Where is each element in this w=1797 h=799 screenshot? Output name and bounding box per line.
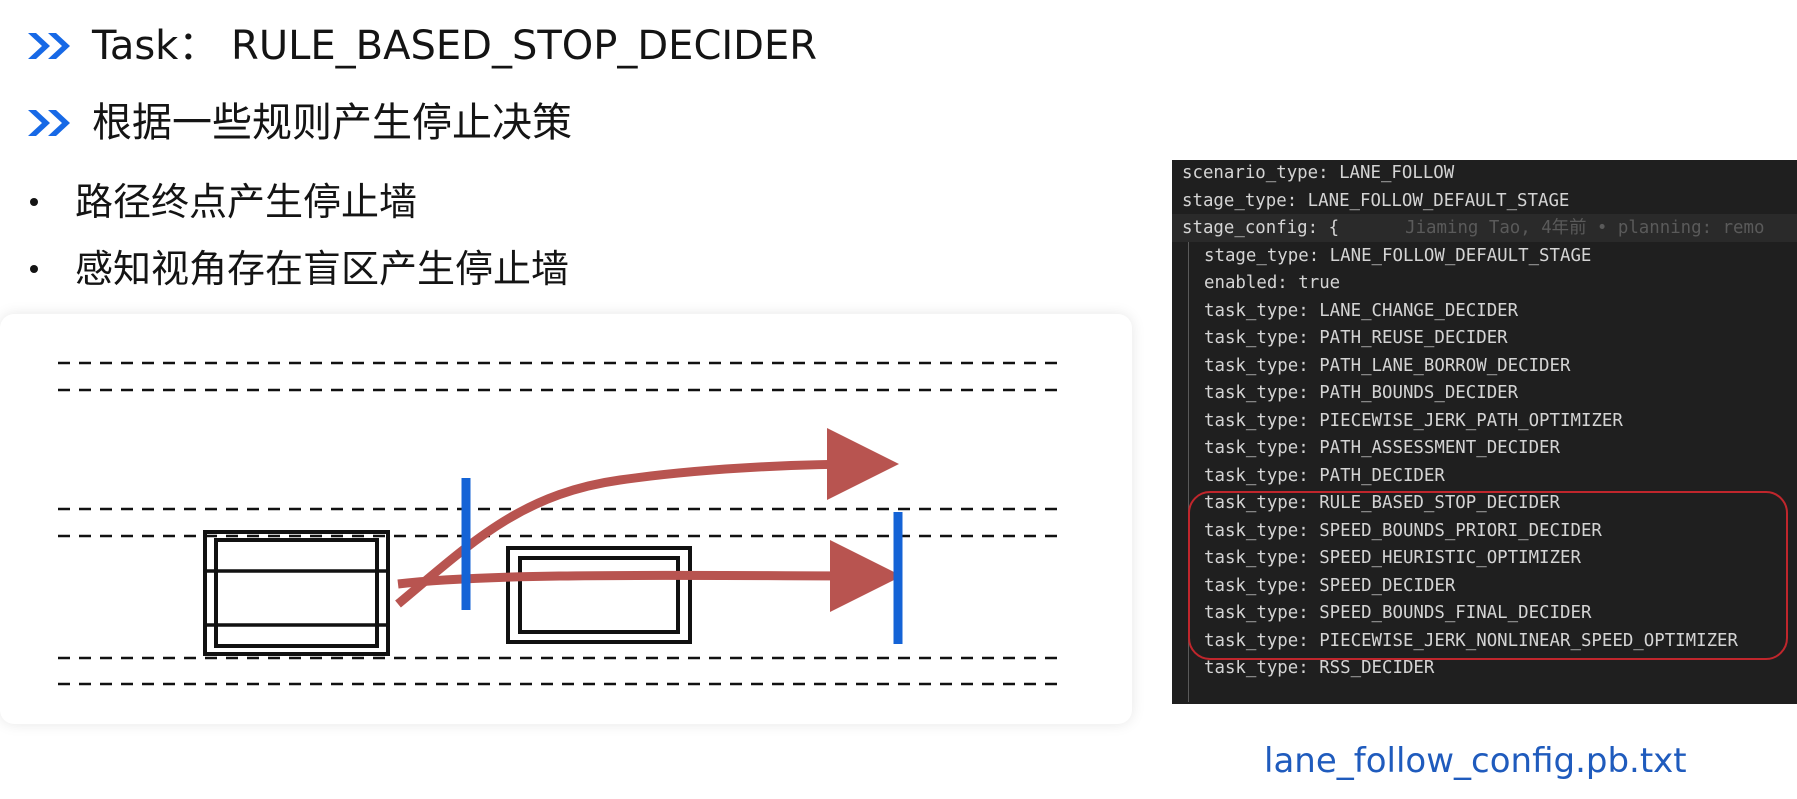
code-line: task_type: PATH_LANE_BORROW_DECIDER: [1204, 355, 1571, 376]
bullet-item: 路径终点产生停止墙: [26, 183, 417, 221]
lane-lines: [58, 361, 1062, 686]
code-line: task_type: LANE_CHANGE_DECIDER: [1204, 300, 1519, 321]
indent-guide: [1188, 242, 1189, 702]
bullet-text: 感知视角存在盲区产生停止墙: [75, 247, 570, 291]
ego-vehicle: [203, 530, 390, 656]
code-line: task_type: SPEED_HEURISTIC_OPTIMIZER: [1204, 548, 1581, 568]
slide-heading-task: Task： RULE_BASED_STOP_DECIDER: [26, 26, 817, 66]
code-line: task_type: PIECEWISE_JERK_NONLINEAR_SPEE…: [1204, 630, 1738, 651]
code-line: scenario_type: LANE_FOLLOW: [1182, 163, 1455, 183]
obstacle-vehicle: [506, 546, 692, 644]
code-line: stage_type: LANE_FOLLOW_DEFAULT_STAGE: [1182, 190, 1570, 211]
code-line: task_type: SPEED_DECIDER: [1204, 575, 1456, 596]
heading-summary-text: 根据一些规则产生停止决策: [92, 100, 572, 146]
code-line: enabled: true: [1204, 273, 1341, 293]
bullet-dot-icon: [30, 265, 38, 273]
git-blame-annotation: Jiaming Tao, 4年前 • planning: remo: [1405, 218, 1765, 238]
code-line: stage_type: LANE_FOLLOW_DEFAULT_STAGE: [1204, 245, 1592, 266]
double-chevron-icon: [28, 33, 70, 59]
config-code-panel: scenario_type: LANE_FOLLOW stage_type: L…: [1172, 160, 1797, 704]
code-line: task_type: SPEED_BOUNDS_FINAL_DECIDER: [1204, 603, 1592, 623]
slide-heading-summary: 根据一些规则产生停止决策: [26, 103, 572, 143]
lane-diagram: [58, 361, 1062, 686]
lane-change-path-arrow: [395, 428, 899, 608]
code-line: task_type: PATH_ASSESSMENT_DECIDER: [1204, 438, 1560, 458]
double-chevron-icon: [28, 110, 70, 136]
code-line: task_type: PATH_DECIDER: [1204, 465, 1445, 486]
current-line-highlight: [1172, 214, 1797, 242]
speed-tasks-highlight-box: [1188, 491, 1788, 660]
code-line: task_type: RSS_DECIDER: [1204, 658, 1435, 678]
lane-diagram-card: [0, 314, 1132, 724]
keep-lane-path-arrow: [397, 539, 902, 612]
code-line: task_type: PIECEWISE_JERK_PATH_OPTIMIZER: [1204, 410, 1623, 431]
code-line: task_type: SPEED_BOUNDS_PRIORI_DECIDER: [1204, 520, 1602, 541]
config-file-caption: lane_follow_config.pb.txt: [1264, 741, 1687, 781]
bullet-item: 感知视角存在盲区产生停止墙: [26, 250, 569, 288]
code-line: stage_config: {Jiaming Tao, 4年前 • planni…: [1182, 218, 1765, 238]
bullet-dot-icon: [30, 198, 38, 206]
code-line: task_type: PATH_BOUNDS_DECIDER: [1204, 383, 1519, 403]
heading-task-text: Task： RULE_BASED_STOP_DECIDER: [92, 23, 818, 69]
code-line: task_type: RULE_BASED_STOP_DECIDER: [1204, 493, 1560, 513]
bullet-text: 路径终点产生停止墙: [75, 180, 418, 224]
code-line: task_type: PATH_REUSE_DECIDER: [1204, 328, 1508, 348]
